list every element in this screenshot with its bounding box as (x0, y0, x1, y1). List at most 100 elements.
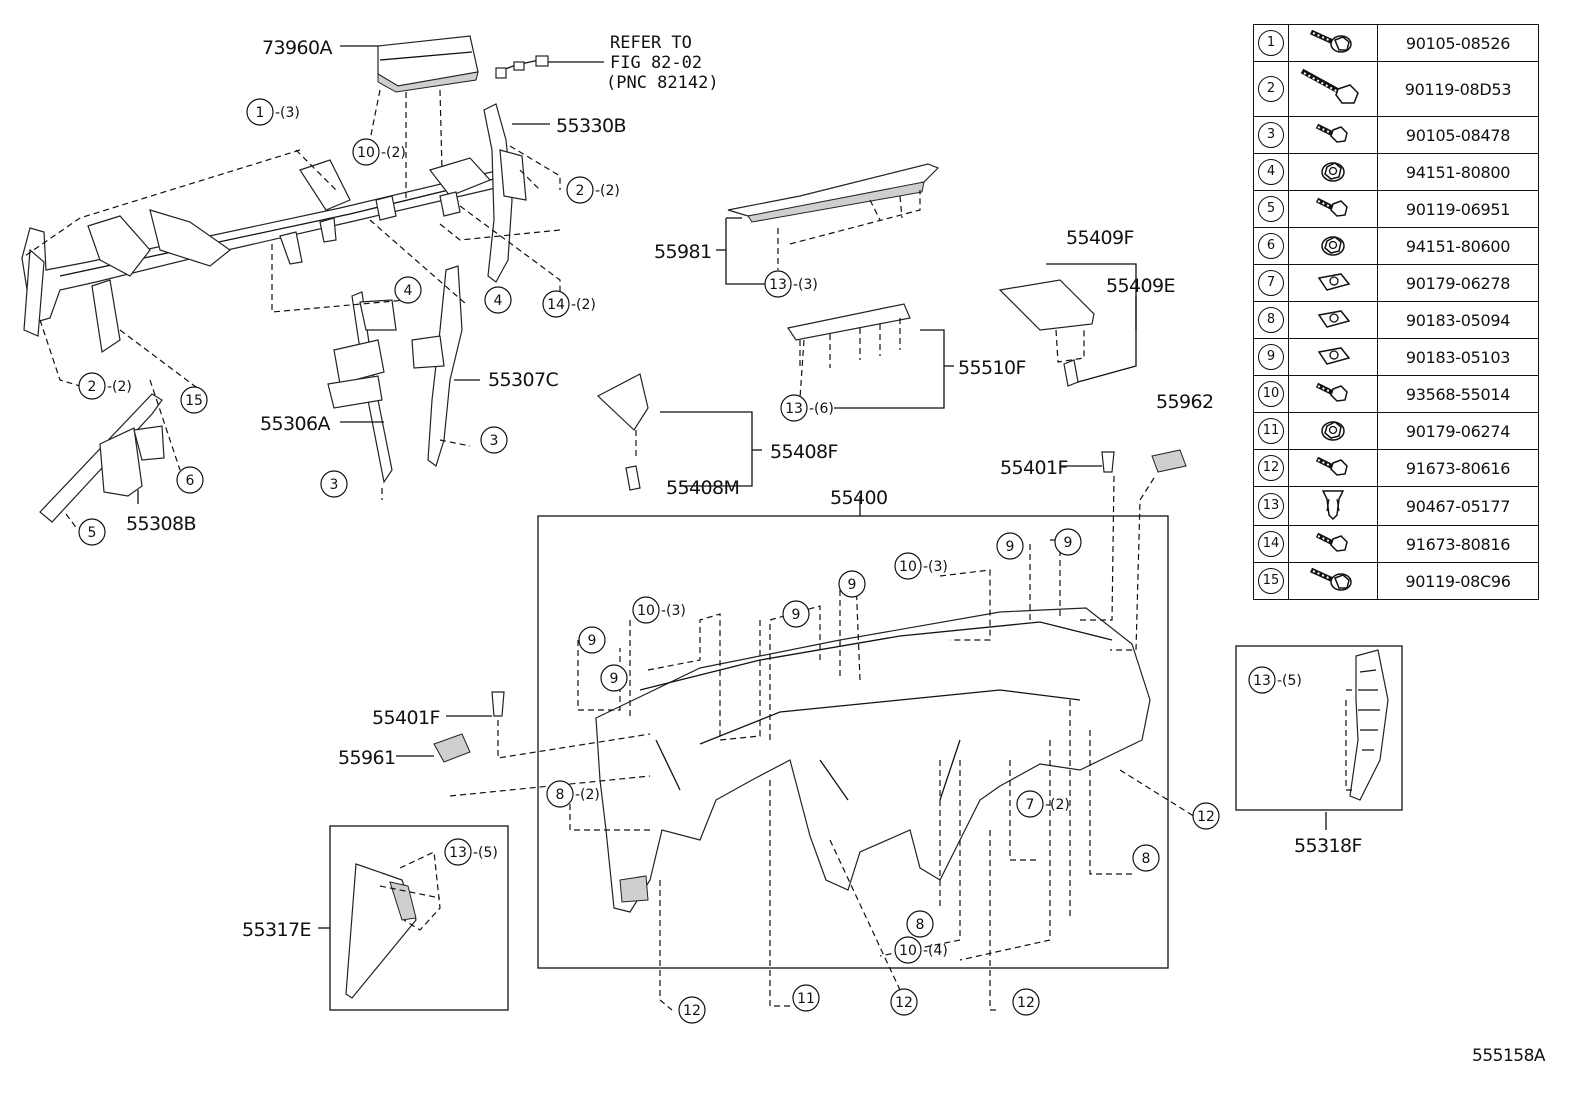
callout-number: 12 (1017, 995, 1035, 1011)
callout-c14: 14-(2) (542, 290, 596, 318)
callout-circle (894, 936, 922, 964)
row-index: 11 (1258, 418, 1284, 444)
brace-55308b-shape (39, 393, 165, 523)
part-number: 90119-08D53 (1377, 61, 1539, 117)
callout-number: 10 (899, 943, 917, 959)
bolt-icon (1288, 525, 1378, 563)
callout-number: 3 (330, 477, 339, 493)
callout-quantity: -(2) (381, 145, 406, 161)
row-index: 15 (1258, 568, 1284, 594)
callout-c12a: 12 (1192, 802, 1220, 830)
bolt-icon (1288, 375, 1378, 413)
callout-c10b: 10-(3) (894, 552, 948, 580)
callout-c9b: 9 (1054, 528, 1082, 556)
callout-number: 13 (1253, 673, 1271, 689)
callout-number: 2 (576, 183, 585, 199)
callout-c9d: 9 (782, 600, 810, 628)
callout-number: 8 (1142, 851, 1151, 867)
brace-55307c-shape (411, 265, 463, 467)
callout-c7: 7-(2) (1016, 790, 1070, 818)
callout-number: 4 (404, 283, 413, 299)
part-number: 90183-05094 (1377, 301, 1539, 339)
reference-line-3: (PNC 82142) (606, 73, 719, 93)
part-label-55962: 55962 (1156, 391, 1213, 413)
callout-c10c: 10-(3) (632, 596, 686, 624)
callout-quantity: -(2) (107, 379, 132, 395)
long-bolt-icon (1288, 61, 1378, 117)
row-index-cell: 8 (1253, 301, 1289, 339)
brace-55306a-shape (327, 291, 397, 484)
wire-connector-shape (495, 55, 549, 79)
callout-c9e: 9 (578, 626, 606, 654)
row-index: 10 (1258, 381, 1284, 407)
callout-circle (890, 988, 918, 1016)
part-number: 91673-80616 (1377, 449, 1539, 487)
callout-circle (78, 372, 106, 400)
bolt-icon (1288, 190, 1378, 228)
callout-c9a: 9 (996, 532, 1024, 560)
callout-quantity: -(2) (575, 787, 600, 803)
callout-number: 14 (547, 297, 565, 313)
callout-circle (1248, 666, 1276, 694)
callout-quantity: -(4) (923, 943, 948, 959)
callout-c2a: 2 -(2) (566, 176, 620, 204)
callout-quantity: -(3) (275, 105, 300, 121)
callout-quantity: -(2) (595, 183, 620, 199)
row-index-cell: 6 (1253, 227, 1289, 265)
callout-circle (600, 664, 628, 692)
callout-quantity: -(3) (923, 559, 948, 575)
callout-circle (996, 532, 1024, 560)
callout-quantity: -(5) (1277, 673, 1302, 689)
bolt-flange-icon (1288, 562, 1378, 600)
callout-c6: 6 (176, 466, 204, 494)
callout-c8b: 8 (906, 910, 934, 938)
part-number: 90183-05103 (1377, 338, 1539, 376)
callout-c13b: 13-(6) (780, 394, 834, 422)
bolt-flange-icon (1288, 24, 1378, 62)
callout-circle (764, 270, 792, 298)
callout-number: 4 (494, 293, 503, 309)
callout-circle (792, 984, 820, 1012)
row-index: 7 (1258, 270, 1284, 296)
part-label-55408f: 55408F (770, 441, 838, 463)
part-label-55330b: 55330B (556, 115, 626, 137)
callout-number: 9 (1006, 539, 1015, 555)
callout-number: 12 (1197, 809, 1215, 825)
clip-nut-icon (1288, 264, 1378, 302)
callout-c8a: 8-(2) (546, 780, 600, 808)
part-number: 90467-05177 (1377, 486, 1539, 526)
callout-circle (180, 386, 208, 414)
callout-circle (352, 138, 380, 166)
callout-circle (1016, 790, 1044, 818)
callout-circle (246, 98, 274, 126)
callout-number: 6 (186, 473, 195, 489)
row-index-cell: 7 (1253, 264, 1289, 302)
row-index-cell: 3 (1253, 116, 1289, 154)
callout-circle (906, 910, 934, 938)
callout-c13d: 13-(5) (444, 838, 498, 866)
callout-circle (782, 600, 810, 628)
callout-c8c: 8 (1132, 844, 1160, 872)
row-index: 4 (1258, 159, 1284, 185)
callout-c15: 15 (180, 386, 208, 414)
bracket-55330b-shape (483, 103, 527, 283)
callout-number: 13 (449, 845, 467, 861)
pad-55409f-shape (998, 279, 1095, 387)
bolt-icon (1288, 116, 1378, 154)
callout-number: 12 (683, 1003, 701, 1019)
row-index-cell: 12 (1253, 449, 1289, 487)
row-index: 14 (1258, 531, 1284, 557)
callout-c12d: 12 (1012, 988, 1040, 1016)
part-label-55318f: 55318F (1294, 835, 1362, 857)
leader-lines (137, 45, 1327, 929)
upper-cover-55981-shape (727, 163, 940, 223)
part-number: 93568-55014 (1377, 375, 1539, 413)
callout-circle (542, 290, 570, 318)
callout-number: 9 (848, 577, 857, 593)
